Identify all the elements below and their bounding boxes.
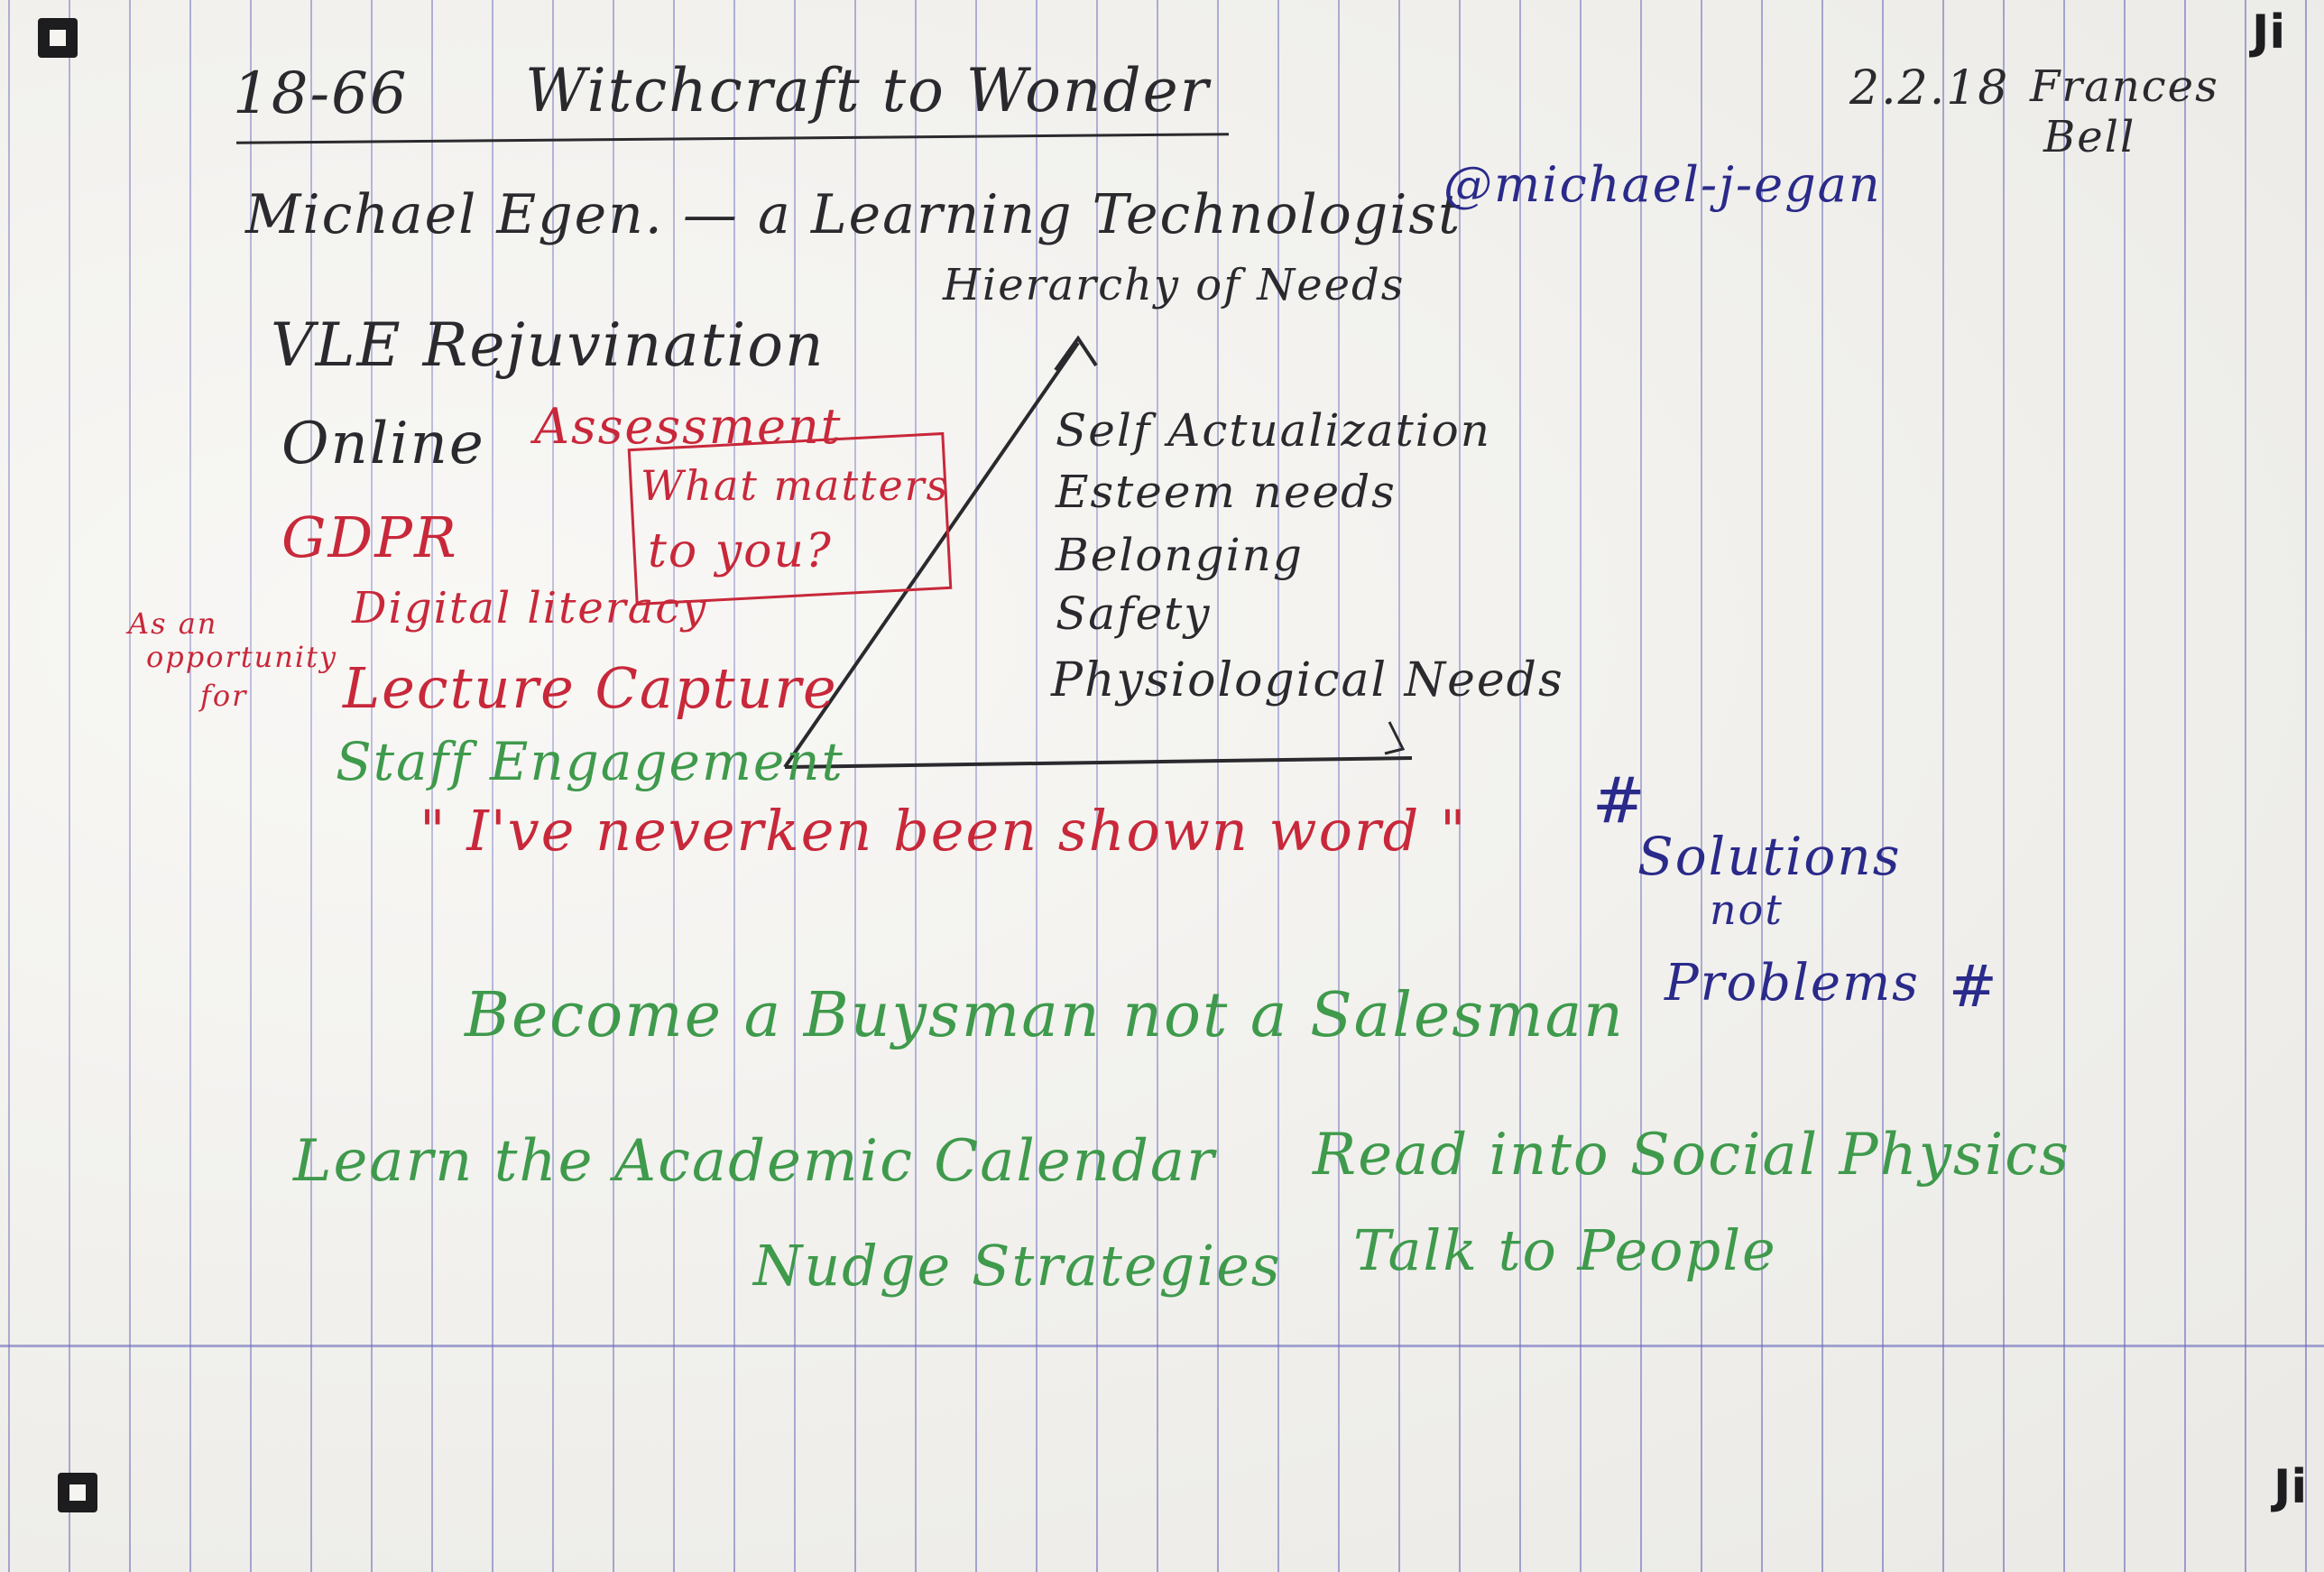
topic-digital-literacy: Digital literacy (352, 583, 708, 633)
pyramid-level-5: Physiological Needs (1051, 653, 1564, 707)
corner-logo-top-right: Ji (2252, 5, 2286, 60)
topic-vle: VLE Rejuvination (271, 310, 825, 380)
question-line-2: to you? (648, 524, 833, 578)
author-first-name: Frances (2030, 61, 2219, 112)
author-last-name: Bell (2043, 112, 2136, 162)
corner-marker-bottom-left (58, 1473, 97, 1512)
session-number: 18-66 (233, 60, 409, 127)
topic-staff-engagement: Staff Engagement (336, 731, 844, 792)
pyramid-level-3: Belonging (1056, 529, 1304, 581)
topic-online: Online (281, 411, 485, 477)
topic-lecture-capture: Lecture Capture (343, 655, 838, 721)
advice-buysman: Become a Buysman not a Salesman (465, 980, 1625, 1051)
topic-gdpr: GDPR (281, 504, 458, 570)
page-title: Witchcraft to Wonder (525, 56, 1211, 125)
pyramid-level-4: Safety (1056, 587, 1212, 640)
pyramid-title: Hierarchy of Needs (943, 260, 1406, 310)
hash-open: # (1592, 763, 1647, 837)
solutions-line-3: Problems (1665, 954, 1920, 1013)
solutions-line-2: not (1710, 885, 1784, 934)
quote: " I've neverken been shown word " (420, 798, 1468, 864)
speaker-line: Michael Egen. — a Learning Technologist (245, 183, 1462, 246)
pyramid-level-2: Esteem needs (1056, 466, 1397, 518)
hash-close: # (1949, 954, 1999, 1021)
side-note-line-1: As an (128, 606, 218, 641)
question-box (627, 431, 953, 606)
corner-marker-top-left (38, 18, 78, 58)
advice-social-physics: Read into Social Physics (1313, 1122, 2070, 1188)
topic-assessment: Assessment (534, 398, 843, 455)
pyramid-level-1: Self Actualization (1056, 404, 1491, 457)
advice-academic-calendar: Learn the Academic Calendar (293, 1128, 1216, 1195)
advice-nudge: Nudge Strategies (753, 1233, 1282, 1299)
note-date: 2.2.18 (1849, 61, 2010, 116)
question-line-1: What matters (641, 461, 950, 510)
advice-talk: Talk to People (1353, 1217, 1777, 1283)
solutions-line-1: Solutions (1637, 826, 1902, 887)
corner-logo-bottom-right: Ji (2273, 1460, 2308, 1514)
side-note-line-2: opportunity (146, 640, 338, 674)
side-note-line-3: for (200, 679, 248, 713)
horizontal-rule (0, 1345, 2324, 1347)
twitter-handle: @michael-j-egan (1443, 156, 1882, 213)
